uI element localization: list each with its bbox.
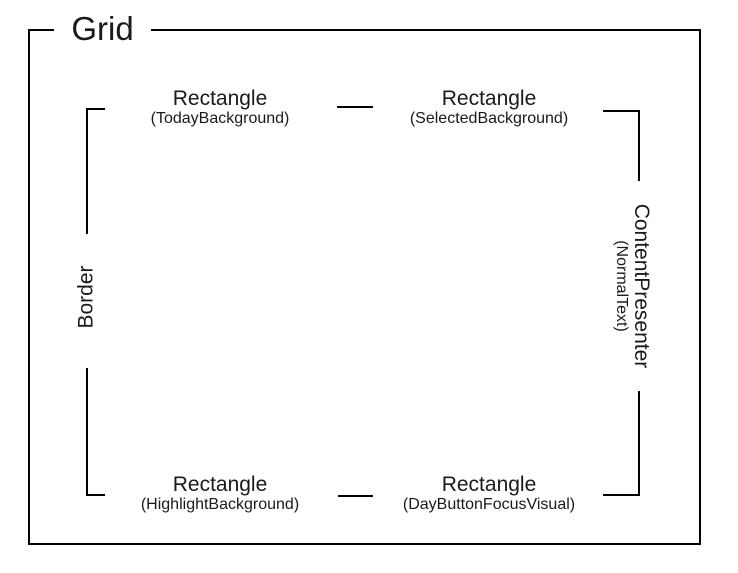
selected-background-label-type: Rectangle [441, 87, 537, 110]
grid-title: Grid [54, 6, 151, 52]
day-button-focus-visual-label-type: Rectangle [441, 473, 537, 496]
content-presenter-bracket-bottom [603, 391, 640, 496]
content-presenter-label-name: ContentPresenter [630, 203, 653, 369]
day-button-focus-visual-label-part: (DayButtonFocusVisual) [402, 496, 576, 513]
highlight-background-label-part: (HighlightBackground) [140, 496, 300, 513]
border-bracket-bottom [86, 368, 105, 496]
today-background-label-type: Rectangle [172, 87, 268, 110]
border-label: Border [74, 265, 98, 329]
today-background-label: Rectangle (TodayBackground) [151, 87, 290, 127]
selected-background-label: Rectangle (SelectedBackground) [410, 87, 568, 127]
content-presenter-bracket-top [603, 110, 640, 181]
content-presenter-label-part: (NormalText) [613, 240, 630, 332]
day-button-focus-visual-label: Rectangle (DayButtonFocusVisual) [403, 473, 575, 513]
highlight-background-label: Rectangle (HighlightBackground) [141, 473, 299, 513]
grid-outline [28, 29, 701, 545]
connector-dash-bottom [338, 495, 373, 497]
today-background-label-part: (TodayBackground) [150, 110, 290, 127]
border-bracket-top [86, 108, 105, 234]
selected-background-label-part: (SelectedBackground) [409, 110, 569, 127]
highlight-background-label-type: Rectangle [172, 473, 268, 496]
connector-dash-top [337, 106, 373, 108]
content-presenter-label: ContentPresenter (NormalText) [613, 204, 653, 369]
